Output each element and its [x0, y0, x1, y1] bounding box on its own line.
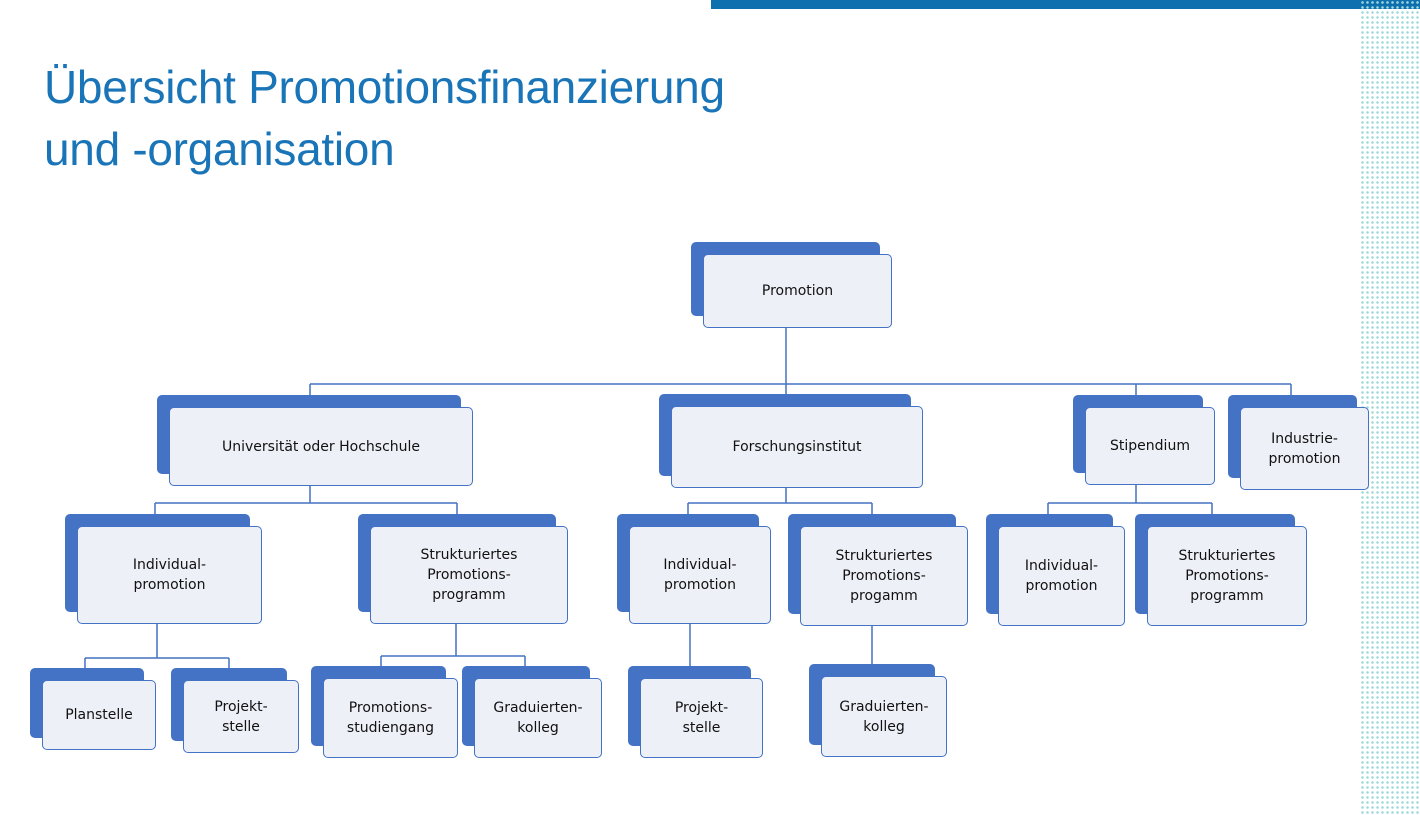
node-uni-individualpromotion: Individual- promotion: [65, 514, 262, 624]
connector: [309, 384, 1292, 397]
node-fi-individualpromotion: Individual- promotion: [617, 514, 771, 624]
title-line-2: und -organisation: [44, 123, 395, 175]
node-label: Individual- promotion: [629, 526, 771, 624]
node-label: Promotion: [703, 254, 892, 328]
node-label: Strukturiertes Promotions- programm: [1147, 526, 1307, 626]
node-stip-strukturiertes-programm: Strukturiertes Promotions- programm: [1135, 514, 1307, 626]
node-uni-graduiertenkolleg: Graduierten- kolleg: [462, 666, 602, 758]
node-label: Promotions- studiengang: [323, 678, 458, 758]
node-label: Individual- promotion: [998, 526, 1125, 626]
node-label: Industrie- promotion: [1240, 407, 1369, 490]
connector: [687, 488, 873, 517]
node-fi-projektstelle: Projekt- stelle: [628, 666, 763, 758]
node-label: Forschungsinstitut: [671, 406, 923, 488]
node-label: Strukturiertes Promotions- progamm: [800, 526, 968, 626]
node-fi-graduiertenkolleg: Graduierten- kolleg: [809, 664, 947, 757]
node-label: Strukturiertes Promotions- programm: [370, 526, 568, 624]
node-label: Planstelle: [42, 680, 156, 750]
dotted-side-pattern: [1360, 0, 1420, 815]
node-label: Graduierten- kolleg: [821, 676, 947, 757]
node-fi-strukturiertes-programm: Strukturiertes Promotions- progamm: [788, 514, 968, 626]
node-stipendium: Stipendium: [1073, 395, 1215, 485]
node-label: Projekt- stelle: [640, 678, 763, 758]
node-promotionsstudiengang: Promotions- studiengang: [311, 666, 458, 758]
node-uni-strukturiertes-programm: Strukturiertes Promotions- programm: [358, 514, 568, 624]
node-forschungsinstitut: Forschungsinstitut: [659, 394, 923, 488]
node-label: Stipendium: [1085, 407, 1215, 485]
node-industriepromotion: Industrie- promotion: [1228, 395, 1369, 490]
connector: [84, 624, 230, 672]
node-label: Projekt- stelle: [183, 680, 299, 753]
node-label: Graduierten- kolleg: [474, 678, 602, 758]
connector: [154, 485, 458, 517]
connector: [1047, 484, 1213, 517]
node-planstelle: Planstelle: [30, 668, 156, 750]
node-stip-individualpromotion: Individual- promotion: [986, 514, 1125, 626]
node-label: Individual- promotion: [77, 526, 262, 624]
node-label: Universität oder Hochschule: [169, 407, 473, 486]
node-promotion: Promotion: [691, 242, 892, 328]
node-uni-projektstelle: Projekt- stelle: [171, 668, 299, 753]
connector: [380, 624, 526, 670]
title-line-1: Übersicht Promotionsfinanzierung: [44, 61, 725, 113]
node-universitaet: Universität oder Hochschule: [157, 395, 473, 486]
slide-title: Übersicht Promotionsfinanzierung und -or…: [44, 56, 725, 180]
top-accent-bar: [711, 0, 1420, 9]
